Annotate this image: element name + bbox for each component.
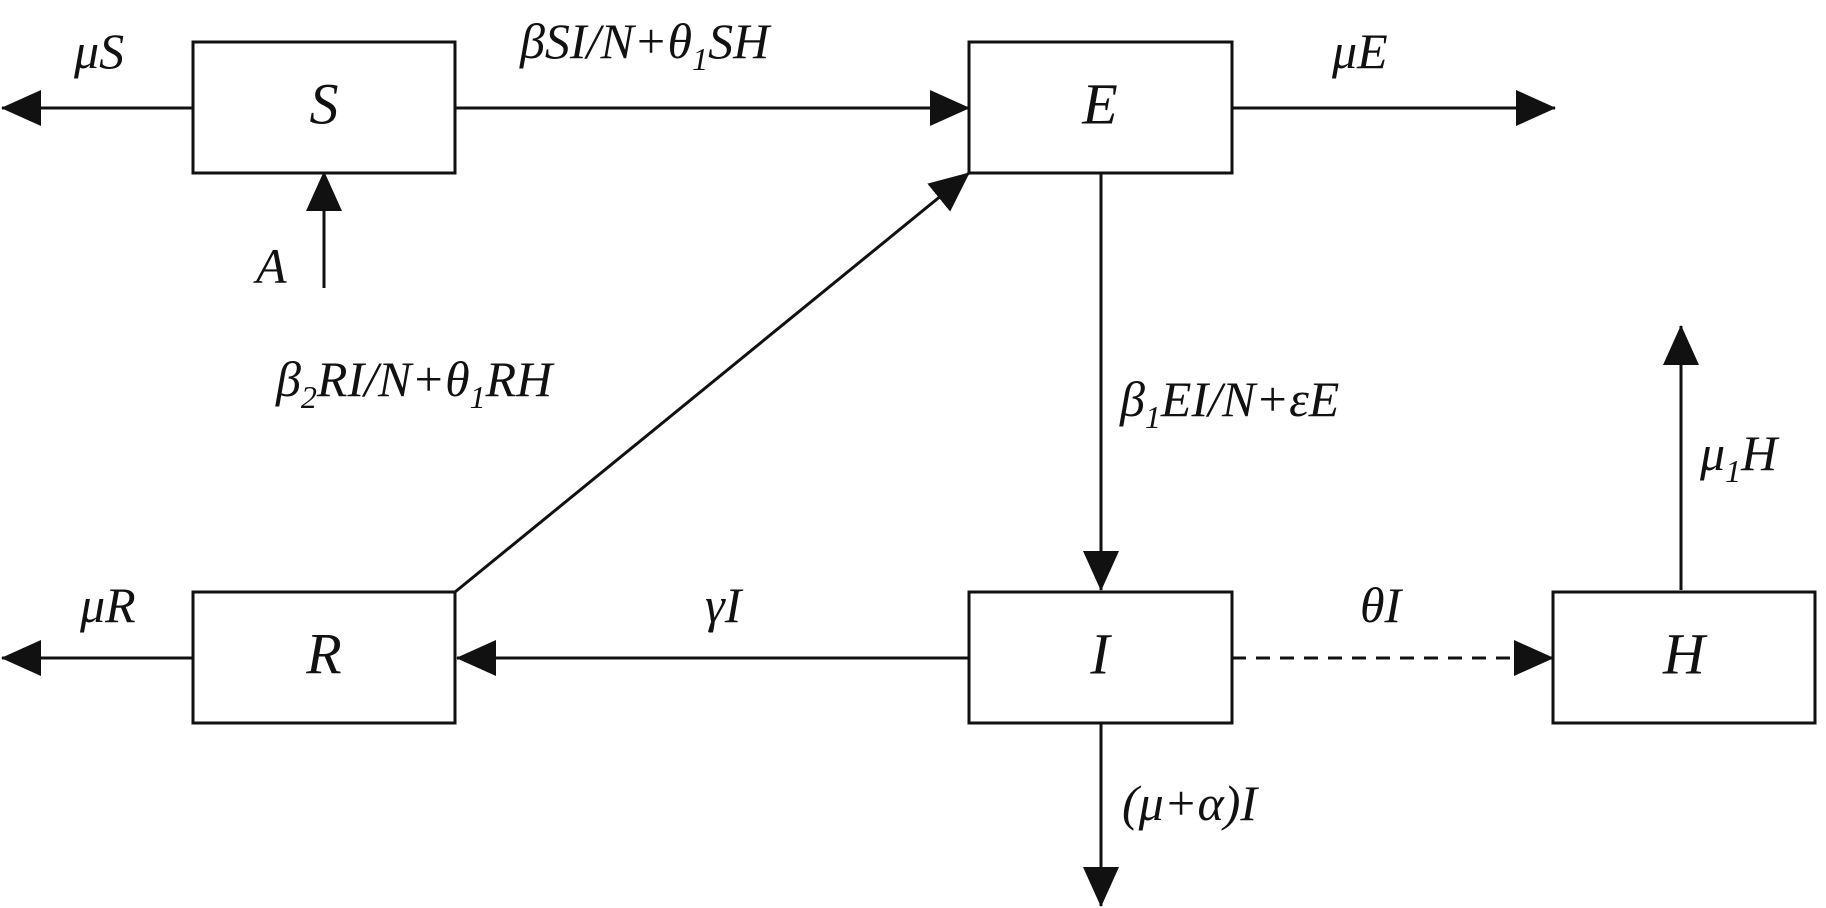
label-h-outflow-part-a: μ [1699,425,1725,481]
label-e-to-i-part-a: β [1119,371,1145,427]
label-r-to-e-subscript-2: 1 [470,379,486,415]
node-e: E [967,40,1234,175]
label-r-to-e-part-a: β [275,351,301,407]
label-s-to-e-part-a: βSI/N+θ [519,13,692,69]
label-r-to-e-part-c: RH [485,351,556,407]
node-s: S [191,40,457,175]
label-r-to-e-part-b: RI/N+θ [316,351,470,407]
node-r-label: R [305,621,341,686]
node-r: R [191,590,457,725]
label-mu-e: μE [1331,23,1388,79]
label-mu-r: μR [79,577,136,633]
label-e-to-i: β1EI/N+εE [1119,371,1339,435]
node-s-box [191,40,457,175]
label-h-outflow-part-b: H [1740,425,1780,481]
label-i-to-r: γI [705,577,744,633]
edge-r-to-e [454,171,970,594]
node-i: I [967,590,1234,725]
label-r-to-e: β2RI/N+θ1RH [275,351,555,415]
node-i-box [967,590,1234,725]
node-s-label: S [310,71,339,136]
label-i-death: (μ+α)I [1122,775,1259,831]
label-r-to-e-subscript-1: 2 [301,379,317,415]
node-h-box [1551,590,1817,725]
node-r-box [191,590,457,725]
node-i-label: I [1089,621,1112,686]
node-h: H [1551,590,1817,725]
label-s-to-e: βSI/N+θ1SH [519,13,772,77]
node-h-label: H [1662,621,1708,686]
label-e-to-i-subscript: 1 [1145,399,1161,435]
label-recruitment: A [253,238,287,294]
label-s-to-e-subscript: 1 [692,41,708,77]
label-h-outflow: μ1H [1699,425,1780,489]
label-s-to-e-part-b: SH [708,13,772,69]
label-e-to-i-part-b: EI/N+εE [1160,371,1339,427]
label-h-outflow-subscript: 1 [1725,453,1741,489]
node-e-label: E [1081,71,1117,136]
label-i-to-h: θI [1360,577,1404,633]
label-mu-s: μS [73,23,124,79]
node-e-box [967,40,1234,175]
